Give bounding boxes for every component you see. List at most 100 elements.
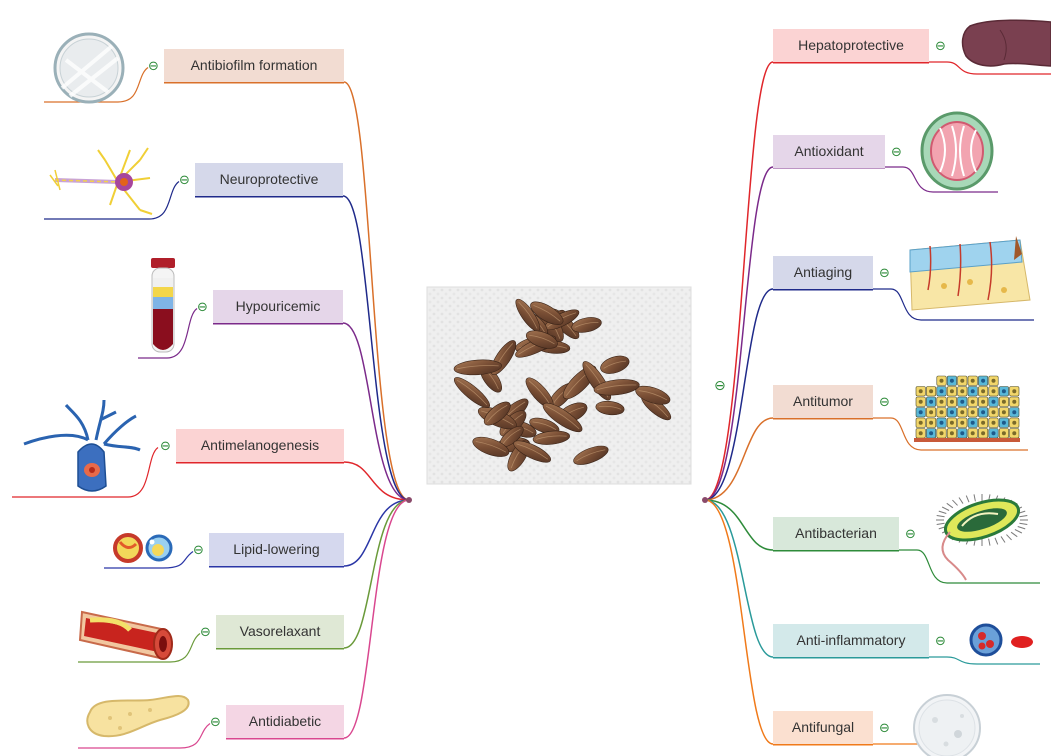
biofilm-petri-dish-icon	[53, 32, 125, 104]
collapse-icon[interactable]: ⊖	[891, 145, 902, 160]
collapse-icon[interactable]: ⊖	[160, 439, 171, 454]
label-box	[773, 517, 899, 550]
icon-leader-antidiabetic	[78, 723, 211, 749]
branch-label: Hypouricemic	[236, 298, 321, 314]
center-collapse-icon[interactable]: ⊖	[714, 378, 726, 394]
label-box	[209, 533, 344, 566]
branch-hepatoprotective[interactable]: Hepatoprotective ⊖	[773, 29, 946, 62]
icon-leader-hepatoprotective	[929, 61, 1051, 75]
branch-connector-antidiabetic	[343, 499, 410, 739]
label-box	[773, 385, 873, 418]
label-box	[773, 256, 873, 289]
skin-layers-icon	[909, 236, 1031, 311]
branch-antiaging[interactable]: Antiaging ⊖	[773, 256, 890, 289]
collapse-icon[interactable]: ⊖	[935, 634, 946, 649]
branch-neuroprotective[interactable]: Neuroprotective ⊖	[179, 163, 343, 196]
branch-antidiabetic[interactable]: Antidiabetic ⊖	[210, 705, 344, 738]
label-box	[773, 29, 929, 62]
branch-label: Antifungal	[792, 719, 854, 735]
melanocyte-icon	[23, 399, 141, 492]
branch-antifungal[interactable]: Antifungal ⊖	[773, 711, 890, 744]
label-box	[216, 615, 344, 648]
label-box	[176, 429, 344, 462]
branch-hypouricemic[interactable]: Hypouricemic ⊖	[197, 290, 343, 323]
icon-leader-antibiofilm-formation	[44, 67, 149, 103]
branch-label: Neuroprotective	[220, 171, 319, 187]
branch-antitumor[interactable]: Antitumor ⊖	[773, 385, 890, 418]
tumor-cells-icon	[914, 375, 1020, 442]
branch-label: Antioxidant	[794, 143, 863, 159]
branch-connector-antitumor	[704, 417, 774, 501]
collapse-icon[interactable]: ⊖	[179, 173, 190, 188]
branch-connector-neuroprotective	[342, 195, 410, 501]
collapse-icon[interactable]: ⊖	[879, 395, 890, 410]
branch-connector-lipid-lowering	[343, 499, 410, 567]
icon-leader-antioxidant	[885, 166, 998, 193]
right-hub	[702, 497, 708, 503]
collapse-icon[interactable]: ⊖	[879, 266, 890, 281]
bacterium-icon	[936, 494, 1028, 581]
label-box	[213, 290, 343, 323]
branch-label: Lipid-lowering	[233, 541, 319, 557]
branch-label: Antimelanogenesis	[201, 437, 319, 453]
label-box	[195, 163, 343, 196]
label-box	[164, 49, 344, 82]
branch-antimelanogenesis[interactable]: Antimelanogenesis ⊖	[160, 429, 344, 462]
collapse-icon[interactable]: ⊖	[905, 527, 916, 542]
branch-lipid-lowering[interactable]: Lipid-lowering ⊖	[193, 533, 344, 566]
blood-vessel-icon	[78, 610, 173, 660]
immune-cell-icon	[969, 623, 1033, 657]
center-photo	[426, 286, 692, 485]
branch-connector-vasorelaxant	[343, 499, 410, 649]
icon-leader-neuroprotective	[44, 181, 180, 220]
icon-leader-anti-inflammatory	[929, 656, 1040, 665]
icon-leader-antibacterian	[899, 549, 1040, 584]
fungal-petri-dish-icon	[913, 694, 981, 756]
branch-anti-inflammatory[interactable]: Anti-inflammatory ⊖	[773, 624, 946, 657]
branch-label: Antidiabetic	[249, 713, 321, 729]
icon-leader-lipid-lowering	[104, 551, 194, 569]
branch-connector-antibiofilm-formation	[343, 81, 410, 501]
branch-connector-antifungal	[704, 499, 774, 745]
collapse-icon[interactable]: ⊖	[193, 543, 204, 558]
label-box	[773, 711, 873, 744]
neuron-icon	[49, 147, 153, 215]
icon-leader-antiaging	[873, 288, 1034, 321]
branch-label: Antiaging	[794, 264, 852, 280]
branch-label: Antitumor	[793, 393, 853, 409]
branch-connector-anti-inflammatory	[704, 499, 774, 658]
collapse-icon[interactable]: ⊖	[210, 715, 221, 730]
icon-leader-antimelanogenesis	[12, 447, 159, 498]
branch-antibiofilm-formation[interactable]: Antibiofilm formation ⊖	[148, 49, 344, 82]
collapse-icon[interactable]: ⊖	[879, 721, 890, 736]
collapse-icon[interactable]: ⊖	[200, 625, 211, 640]
branch-connector-antimelanogenesis	[343, 461, 410, 501]
branch-label: Antibacterian	[795, 525, 877, 541]
left-hub	[406, 497, 412, 503]
branch-label: Anti-inflammatory	[797, 632, 906, 648]
branch-connector-antibacterian	[704, 499, 774, 551]
branch-antibacterian[interactable]: Antibacterian ⊖	[773, 517, 916, 550]
branch-vasorelaxant[interactable]: Vasorelaxant ⊖	[200, 615, 344, 648]
branch-antioxidant[interactable]: Antioxidant ⊖	[773, 135, 902, 168]
icon-leader-hypouricemic	[138, 308, 198, 359]
liver-icon	[961, 19, 1051, 67]
branch-connector-hypouricemic	[342, 322, 410, 501]
branch-label: Hepatoprotective	[798, 37, 904, 53]
collapse-icon[interactable]: ⊖	[935, 39, 946, 54]
label-box	[773, 135, 885, 168]
collapse-icon[interactable]: ⊖	[148, 59, 159, 74]
icon-leader-antitumor	[873, 417, 1028, 451]
label-box	[773, 624, 929, 657]
branch-connector-hepatoprotective	[704, 61, 774, 501]
branch-label: Vasorelaxant	[240, 623, 321, 639]
lipid-cells-icon	[113, 533, 173, 563]
blood-tube-icon	[151, 258, 175, 353]
branch-label: Antibiofilm formation	[191, 57, 318, 73]
label-box	[226, 705, 344, 738]
mitochondrion-icon	[920, 111, 994, 191]
branch-connector-antiaging	[704, 288, 774, 501]
branch-connector-antioxidant	[704, 166, 774, 501]
collapse-icon[interactable]: ⊖	[197, 300, 208, 315]
